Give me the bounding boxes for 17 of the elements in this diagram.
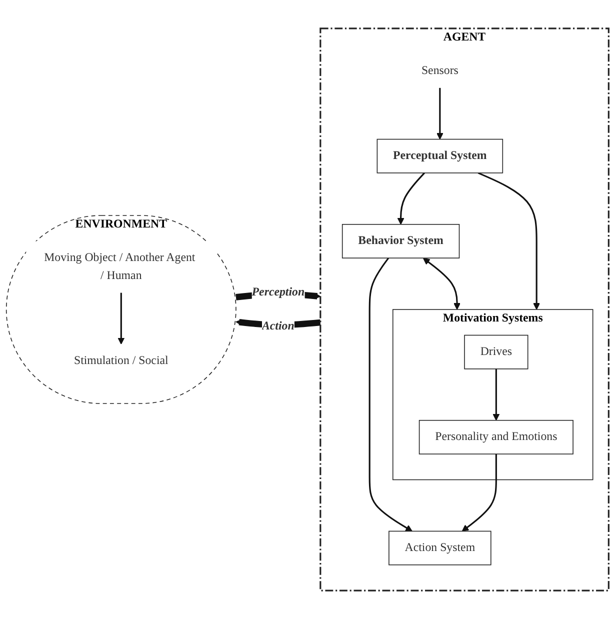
arrow — [478, 172, 540, 310]
arrow — [492, 368, 500, 421]
node-box: Behavior System — [342, 224, 460, 258]
arrow — [397, 172, 426, 225]
node-text: Sensors — [421, 64, 458, 78]
arrow — [462, 454, 497, 532]
node-text: Stimulation / Social — [74, 354, 168, 368]
arrow — [118, 292, 125, 344]
node-box: Action System — [388, 530, 492, 566]
node-box: Personality and Emotions — [418, 420, 574, 454]
arrow — [436, 88, 444, 140]
node-box: Perceptual System — [376, 138, 504, 174]
arrow — [422, 258, 461, 310]
edge-label: Perception — [252, 286, 305, 299]
node-box: Drives — [464, 334, 528, 370]
arrow — [368, 258, 412, 532]
node-text: Moving Object / Another Agent / Human — [44, 252, 196, 282]
